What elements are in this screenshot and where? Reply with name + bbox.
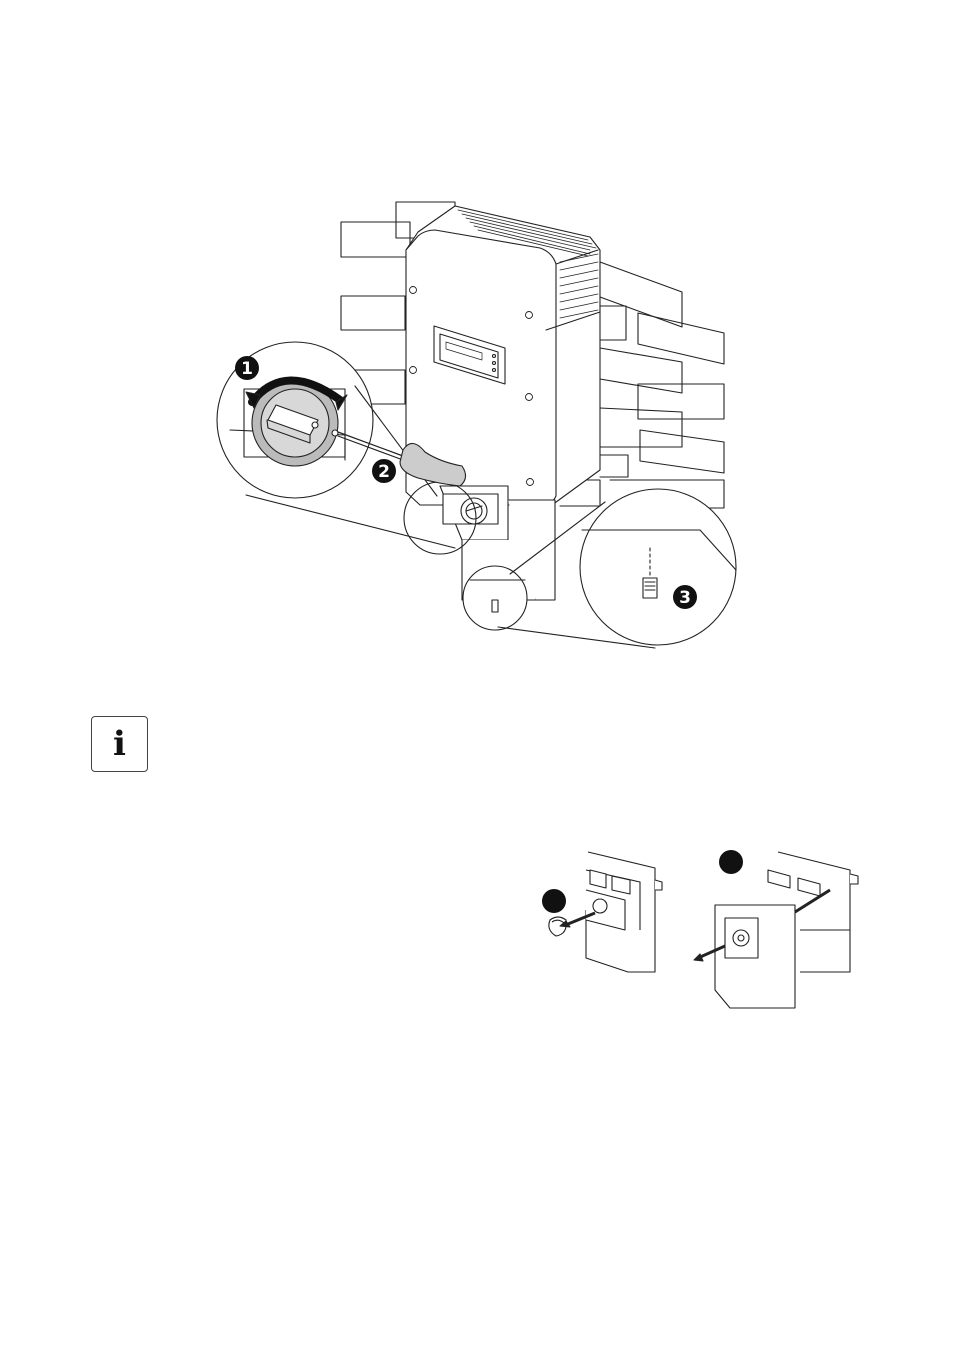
info-glyph: i xyxy=(113,724,126,764)
cover-removal-illustration xyxy=(542,850,859,1009)
step-badge-3: 3 xyxy=(673,585,697,609)
info-icon: i xyxy=(91,716,148,772)
svg-text:1: 1 xyxy=(241,359,253,379)
magnifier-screw xyxy=(462,488,737,649)
step-dot-left xyxy=(542,889,566,913)
connection-unit-left xyxy=(548,851,663,973)
magnifier-switch xyxy=(216,341,477,555)
inverter-display xyxy=(433,325,506,385)
step-dot-right xyxy=(719,850,743,874)
step-badge-2: 2 xyxy=(372,459,396,483)
connection-unit-right xyxy=(693,851,859,1009)
inverter-installation-illustration: 1 2 3 xyxy=(216,201,737,649)
heatsink-fins xyxy=(457,209,599,319)
screwdriver xyxy=(331,429,467,487)
step-badge-1: 1 xyxy=(235,356,259,380)
svg-text:2: 2 xyxy=(378,462,390,482)
svg-text:3: 3 xyxy=(679,588,691,608)
